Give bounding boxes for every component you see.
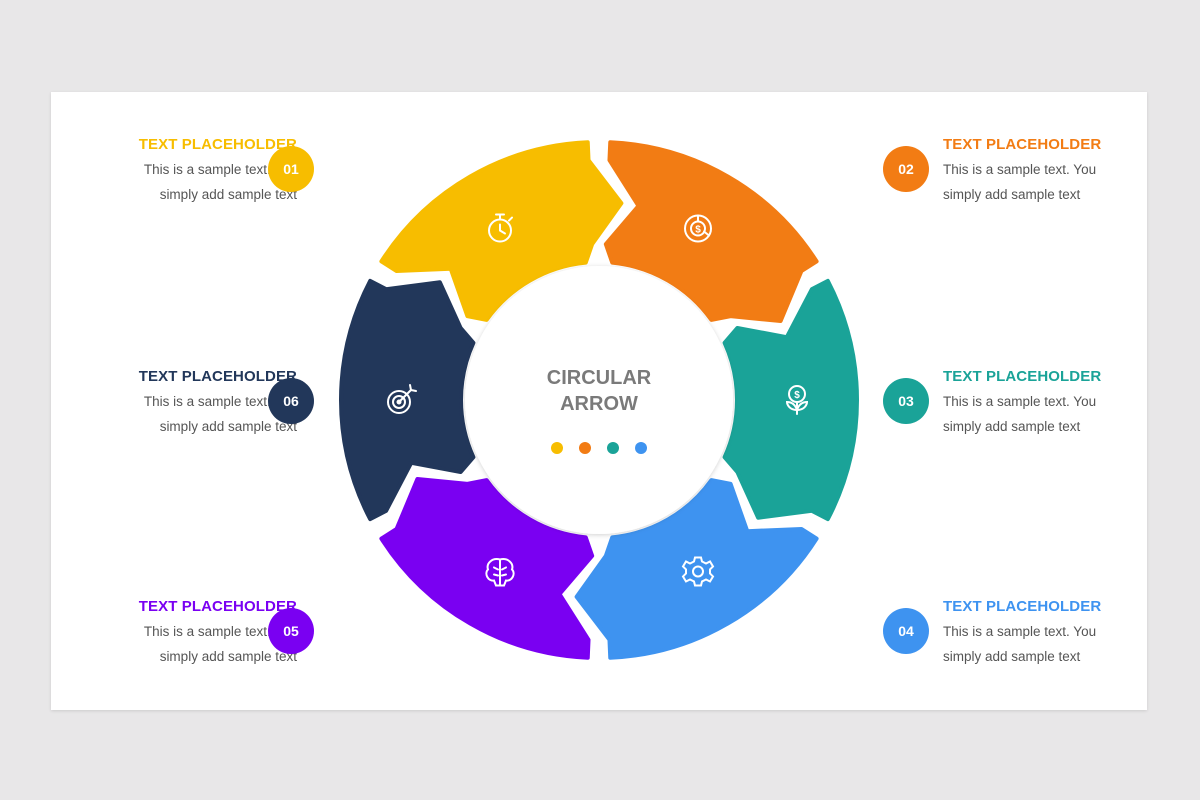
- money-plant-icon: $: [785, 385, 809, 415]
- center-circle: [465, 266, 733, 534]
- step-02-block: TEXT PLACEHOLDER This is a sample text. …: [943, 136, 1143, 207]
- segment-06: [339, 278, 476, 522]
- segment-04: [574, 478, 819, 660]
- step-03-badge: 03: [883, 378, 929, 424]
- step-05-title: TEXT PLACEHOLDER: [138, 598, 297, 615]
- center-dot: [635, 442, 647, 454]
- step-03-text: This is a sample text. You simply add sa…: [943, 394, 1097, 434]
- step-01-badge: 01: [268, 146, 314, 192]
- gear-icon: [681, 556, 715, 587]
- stopwatch-icon: [488, 213, 513, 243]
- target-icon: [387, 384, 417, 414]
- step-05-text: This is a sample text. You simply add sa…: [143, 624, 297, 664]
- center-dot: [607, 442, 619, 454]
- center-title-line2: ARROW: [560, 393, 638, 415]
- step-06-block: TEXT PLACEHOLDER This is a sample text. …: [87, 368, 297, 439]
- step-05-block: TEXT PLACEHOLDER This is a sample text. …: [87, 598, 297, 669]
- step-02-badge: 02: [883, 146, 929, 192]
- step-03-title: TEXT PLACEHOLDER: [943, 368, 1102, 385]
- step-01-text: This is a sample text. You simply add sa…: [143, 162, 297, 202]
- money-chart-icon: $: [684, 214, 712, 243]
- step-02-text: This is a sample text. You simply add sa…: [943, 162, 1097, 202]
- step-03-block: TEXT PLACEHOLDER This is a sample text. …: [943, 368, 1143, 439]
- step-01-block: TEXT PLACEHOLDER This is a sample text. …: [87, 136, 297, 207]
- step-02-title: TEXT PLACEHOLDER: [943, 136, 1102, 153]
- step-04-badge: 04: [883, 608, 929, 654]
- svg-text:$: $: [794, 390, 800, 401]
- step-06-text: This is a sample text. You simply add sa…: [143, 394, 297, 434]
- step-04-text: This is a sample text. You simply add sa…: [943, 624, 1097, 664]
- brain-icon: [485, 558, 515, 587]
- center-dot: [551, 442, 563, 454]
- step-04-block: TEXT PLACEHOLDER This is a sample text. …: [943, 598, 1143, 669]
- svg-text:$: $: [695, 225, 701, 236]
- step-04-title: TEXT PLACEHOLDER: [943, 598, 1102, 615]
- step-05-badge: 05: [268, 608, 314, 654]
- circular-arrow-diagram: $ $ CIRCULAR ARROW: [339, 140, 859, 660]
- step-06-title: TEXT PLACEHOLDER: [138, 368, 297, 385]
- center-dot: [579, 442, 591, 454]
- step-01-title: TEXT PLACEHOLDER: [138, 136, 297, 153]
- slide: $ $ CIRCULAR ARROW TEXT PLACEHOLDER This …: [51, 92, 1147, 710]
- center-title-line1: CIRCULAR: [547, 367, 652, 389]
- step-06-badge: 06: [268, 378, 314, 424]
